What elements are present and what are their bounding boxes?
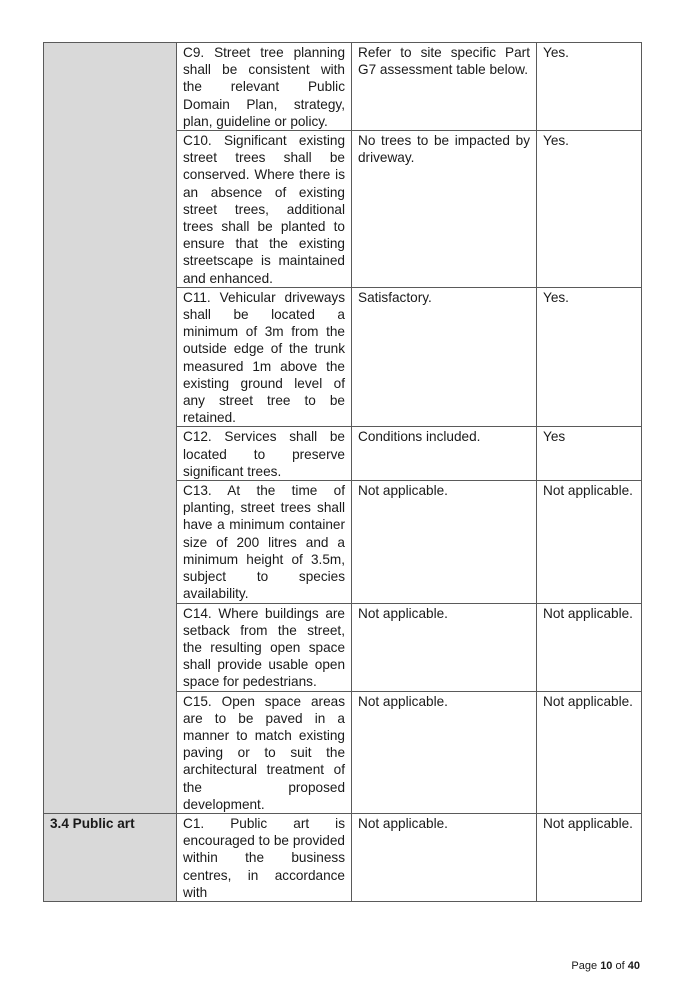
compliance-table: C9. Street tree planning shall be consis… [43,41,642,902]
comment-cell: Not applicable. [351,812,537,902]
section-cell [43,42,177,814]
table-row: C12. Services shall be located to preser… [44,426,642,482]
page-number: 10 [600,960,613,972]
control-cell: C1. Public art is encouraged to be provi… [176,812,352,902]
control-cell: C13. At the time of planting, street tre… [176,480,352,604]
comment-cell: No trees to be impacted by driveway. [351,130,537,288]
control-cell: C15. Open space areas are to be paved in… [176,690,352,814]
comment-cell: Not applicable. [351,602,537,692]
complies-cell: Yes. [536,41,642,132]
table-row: C9. Street tree planning shall be consis… [43,41,642,814]
control-cell: C11. Vehicular driveways shall be locate… [176,286,352,428]
complies-cell: Not applicable. [536,690,642,814]
section-cell: 3.4 Public art [43,812,177,902]
comment-cell: Refer to site specific Part G7 assessmen… [351,41,537,132]
comment-cell: Not applicable. [351,690,537,814]
comment-cell: Conditions included. [351,426,537,482]
page-total: 40 [627,960,640,972]
complies-cell: Not applicable. [536,812,642,902]
table-row: C13. At the time of planting, street tre… [44,480,642,604]
page-footer: Page 10 of 40 [571,960,640,972]
control-cell: C9. Street tree planning shall be consis… [176,41,352,132]
control-cell: C14. Where buildings are setback from th… [176,602,352,692]
table-row: C14. Where buildings are setback from th… [44,602,642,692]
complies-cell: Yes. [536,286,642,428]
complies-cell: Not applicable. [536,602,642,692]
page-label: Page [571,960,598,972]
complies-cell: Yes. [536,130,642,288]
table-row: C15. Open space areas are to be paved in… [44,690,642,814]
table-row: C11. Vehicular driveways shall be locate… [44,286,642,428]
table-row: C10. Significant existing street trees s… [44,130,642,288]
comment-cell: Not applicable. [351,480,537,604]
page-of-label: of [615,960,625,972]
control-cell: C10. Significant existing street trees s… [176,130,352,288]
comment-cell: Satisfactory. [351,286,537,428]
control-cell: C12. Services shall be located to preser… [176,426,352,482]
complies-cell: Not applicable. [536,480,642,604]
table-row: 3.4 Public art C1. Public art is encoura… [43,812,642,902]
complies-cell: Yes [536,426,642,482]
